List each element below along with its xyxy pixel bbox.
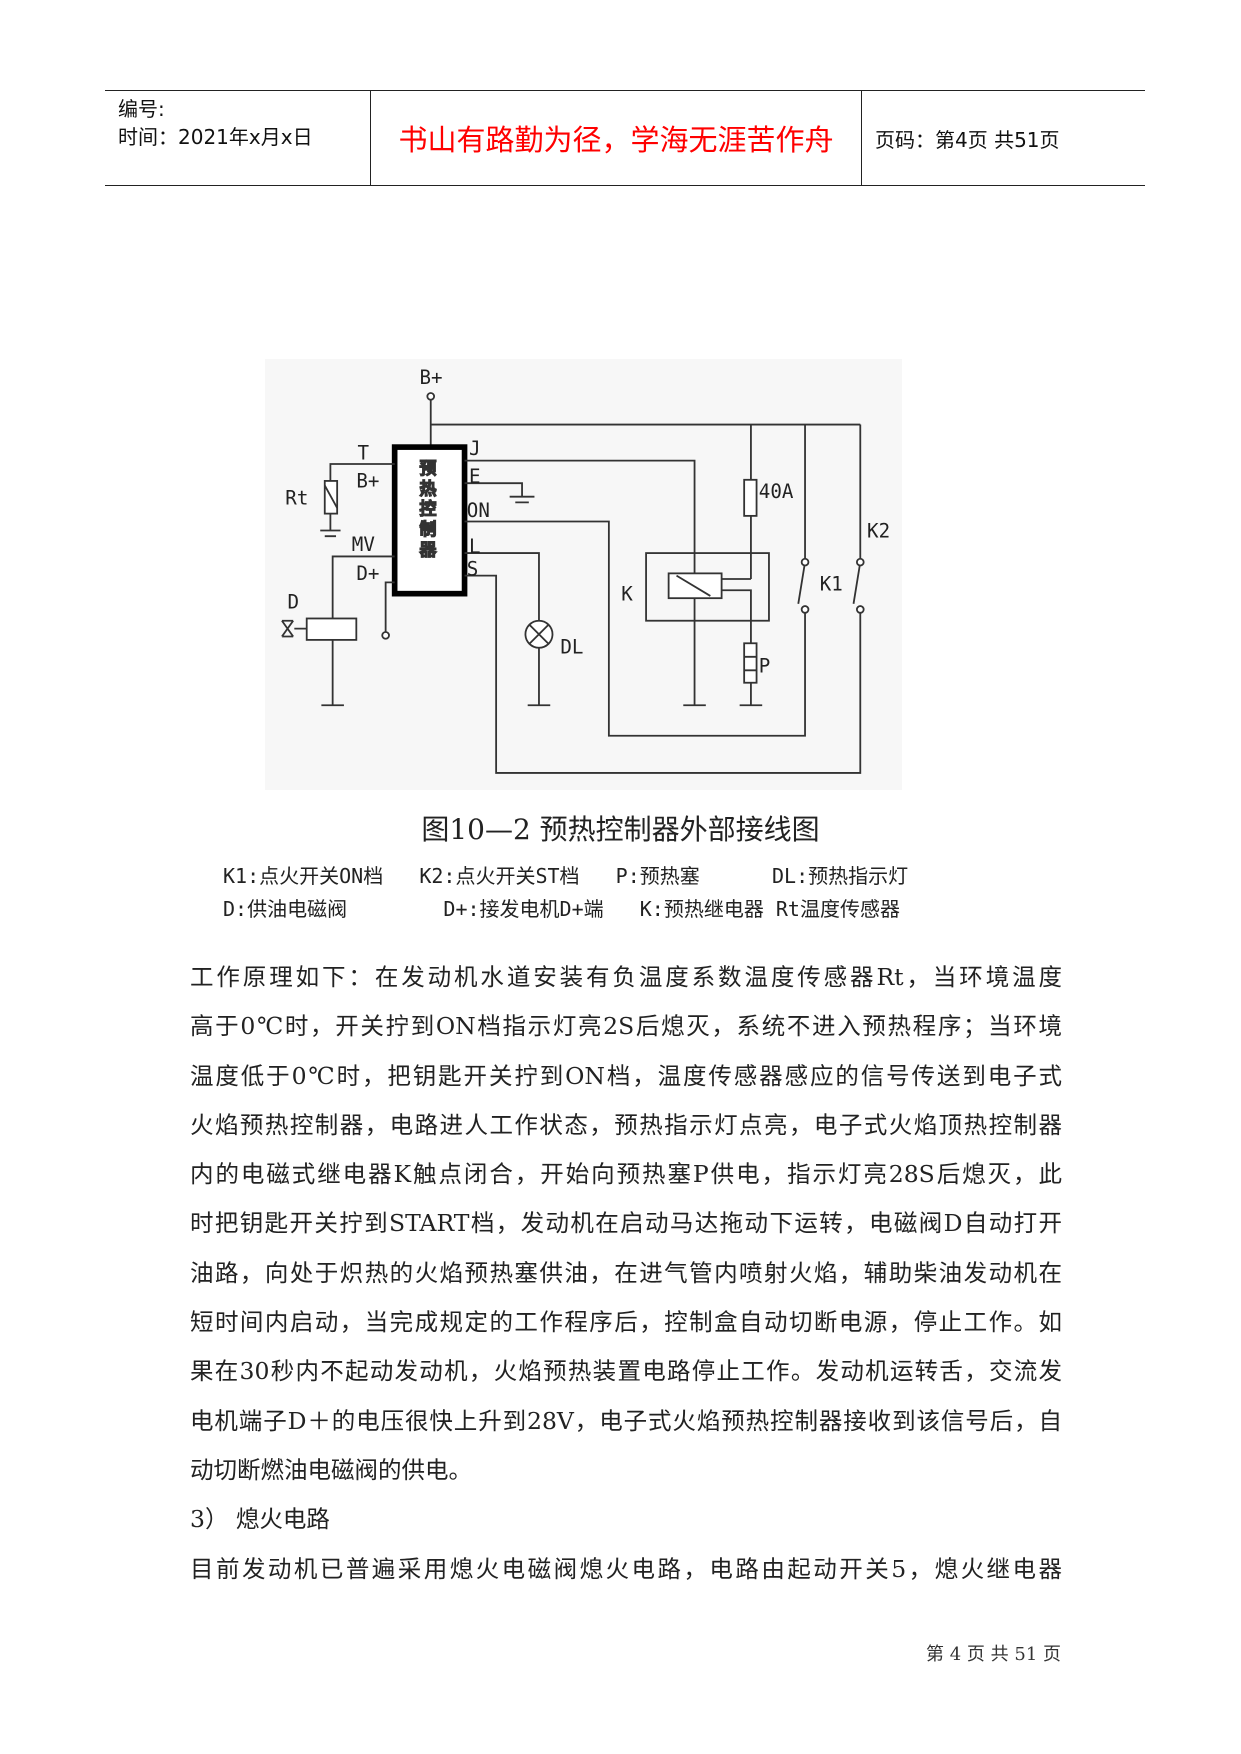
label-bplus: B+ [356,470,379,493]
text-line: 高于0℃时，开关拧到ON档指示灯亮2S后熄灭，系统不进入预热程序；当环境 [190,1012,1062,1041]
header-motto: 书山有路勤为径，学海无涯苦作舟 [371,91,862,185]
date-label: 时间：2021年x月x日 [118,125,313,149]
label-dl: DL [560,635,583,658]
page-footer: 第 4 页 共 51 页 [926,1644,1061,1665]
wiring-diagram: 预热控制器 B+ T B+ Rt MV D+ D J E ON L S DL [265,359,902,790]
legend-line: K1:点火开关ON档 K2:点火开关ST档 P:预热塞 DL:预热指示灯 [223,864,909,888]
label-p: P [759,655,771,678]
figure-caption: 图10—2 预热控制器外部接线图 [421,813,820,846]
text-line: 电机端子D＋的电压很快上升到28V，电子式火焰预热控制器接收到该信号后，自 [190,1406,1062,1435]
label-t: T [357,442,369,465]
text-line: 果在30秒内不起动发动机，火焰预热装置电路停止工作。发动机运转舌，交流发 [190,1357,1062,1386]
text-line: 温度低于0℃时，把钥匙开关拧到ON档，温度传感器感应的信号传送到电子式 [190,1061,1062,1090]
label-on: ON [467,499,490,522]
text-line: 内的电磁式继电器K触点闭合，开始向预热塞P供电，指示灯亮28S后熄灭，此 [190,1160,1062,1189]
serial-label: 编号: [118,97,165,121]
header-meta: 编号: 时间：2021年x月x日 [105,91,371,185]
label-d: D [288,590,300,613]
label-j: J [469,437,481,460]
header-page-info: 页码：第4页 共51页 [875,127,1060,152]
text-line: 短时间内启动，当完成规定的工作程序后，控制盒自动切断电源，停止工作。如 [190,1308,1062,1337]
label-dplus: D+ [356,562,379,585]
label-k: K [621,582,633,605]
circuit-svg: 预热控制器 B+ T B+ Rt MV D+ D J E ON L S DL [281,366,890,774]
label-k1: K1 [820,572,843,595]
controller-label: 预热控制器 [419,458,436,559]
label-s: S [467,558,479,581]
label-bplus-top: B+ [419,366,442,389]
text-line: 时把钥匙开关拧到START档，发动机在启动马达拖动下运转，电磁阀D自动打开 [190,1209,1062,1238]
label-e: E [469,465,481,488]
text-line: 油路，向处于炽热的火焰预热塞供油，在进气管内喷射火焰，辅助柴油发动机在 [190,1258,1062,1287]
label-k2: K2 [867,519,890,542]
page-header: 编号: 时间：2021年x月x日 书山有路勤为径，学海无涯苦作舟 页码：第4页 … [105,90,1145,186]
label-mv: MV [352,533,375,556]
text-line: 工作原理如下：在发动机水道安装有负温度系数温度传感器Rt，当环境温度 [190,963,1062,991]
controller-box [391,444,468,597]
label-rt: Rt [285,487,308,510]
body-text: 工作原理如下：在发动机水道安装有负温度系数温度传感器Rt，当环境温度 高于0℃时… [190,953,1062,1594]
label-l: L [469,535,481,558]
text-line: 目前发动机已普遍采用熄火电磁阀熄火电路，电路由起动开关5，熄火继电器 [190,1554,1062,1583]
legend-line: D:供油电磁阀 D+:接发电机D+端 K:预热继电器 Rt温度传感器 [223,897,900,921]
label-fuse: 40A [759,480,794,503]
text-line: 火焰预热控制器，电路进人工作状态，预热指示灯点亮，电子式火焰顶热控制器 [190,1110,1062,1139]
text-line: 动切断燃油电磁阀的供电。 [190,1455,472,1484]
section-heading: 3） 熄火电路 [190,1505,330,1534]
